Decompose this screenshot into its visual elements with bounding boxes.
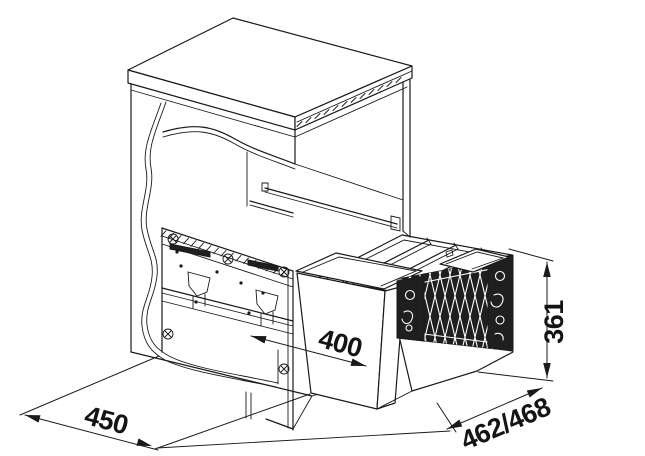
door-brackets: [187, 271, 279, 327]
dimension-462-468: 462/468: [436, 371, 555, 456]
dimension-label-height: 361: [539, 300, 569, 344]
dimension-label-depth: 450: [81, 400, 131, 440]
pullout-front-panel: [160, 227, 294, 431]
right-waste-bin: [376, 248, 514, 410]
cabinet-cutaway-curve: [140, 101, 279, 388]
dimension-label-width: 462/468: [456, 391, 555, 456]
mounting-slot: [169, 243, 211, 258]
dimension-361: 361: [508, 248, 569, 379]
countertop: [127, 17, 413, 131]
panel-screws: [162, 233, 290, 375]
drawer-rails: [249, 182, 401, 232]
left-waste-bin: [295, 252, 423, 410]
floor-line: [156, 430, 451, 449]
frame-corner-ornaments: [401, 270, 506, 341]
mounting-slot: [247, 259, 279, 272]
dimension-450: 450: [19, 355, 311, 451]
